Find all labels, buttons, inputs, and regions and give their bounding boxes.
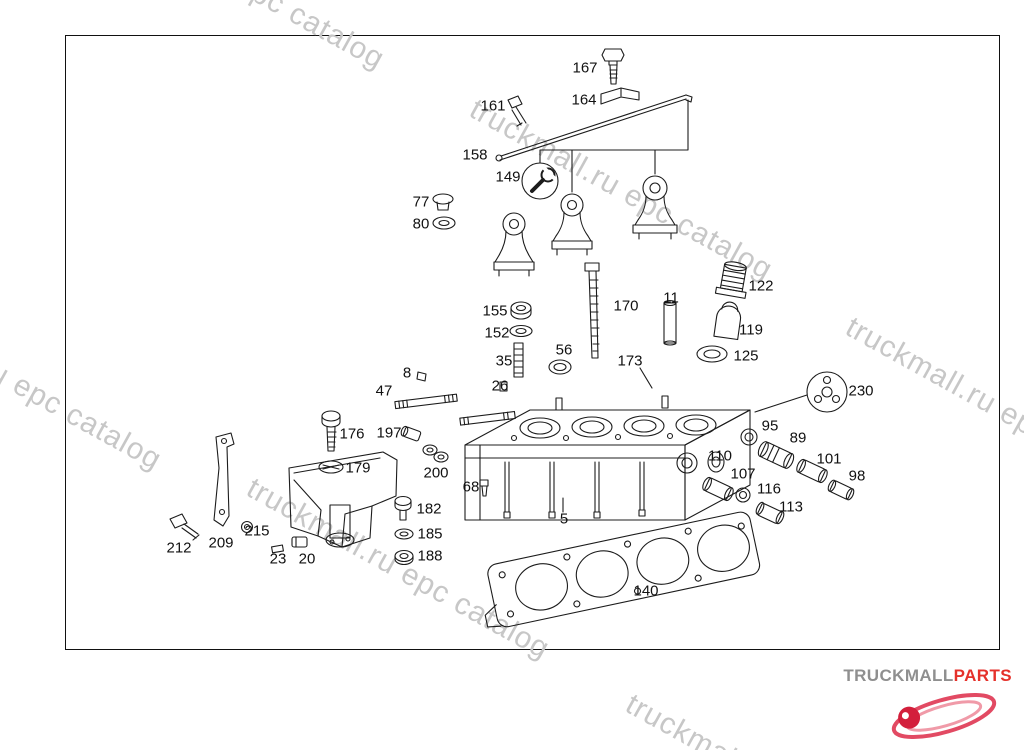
logo-text-parts: PARTS — [953, 666, 1012, 685]
logo-text-truckmall: TRUCKMALL — [843, 666, 954, 685]
truckmall-logo: TRUCKMALLPARTS — [843, 666, 1012, 686]
truckmall-logo-swirl-icon — [891, 692, 997, 740]
diagram-frame — [65, 35, 1000, 650]
